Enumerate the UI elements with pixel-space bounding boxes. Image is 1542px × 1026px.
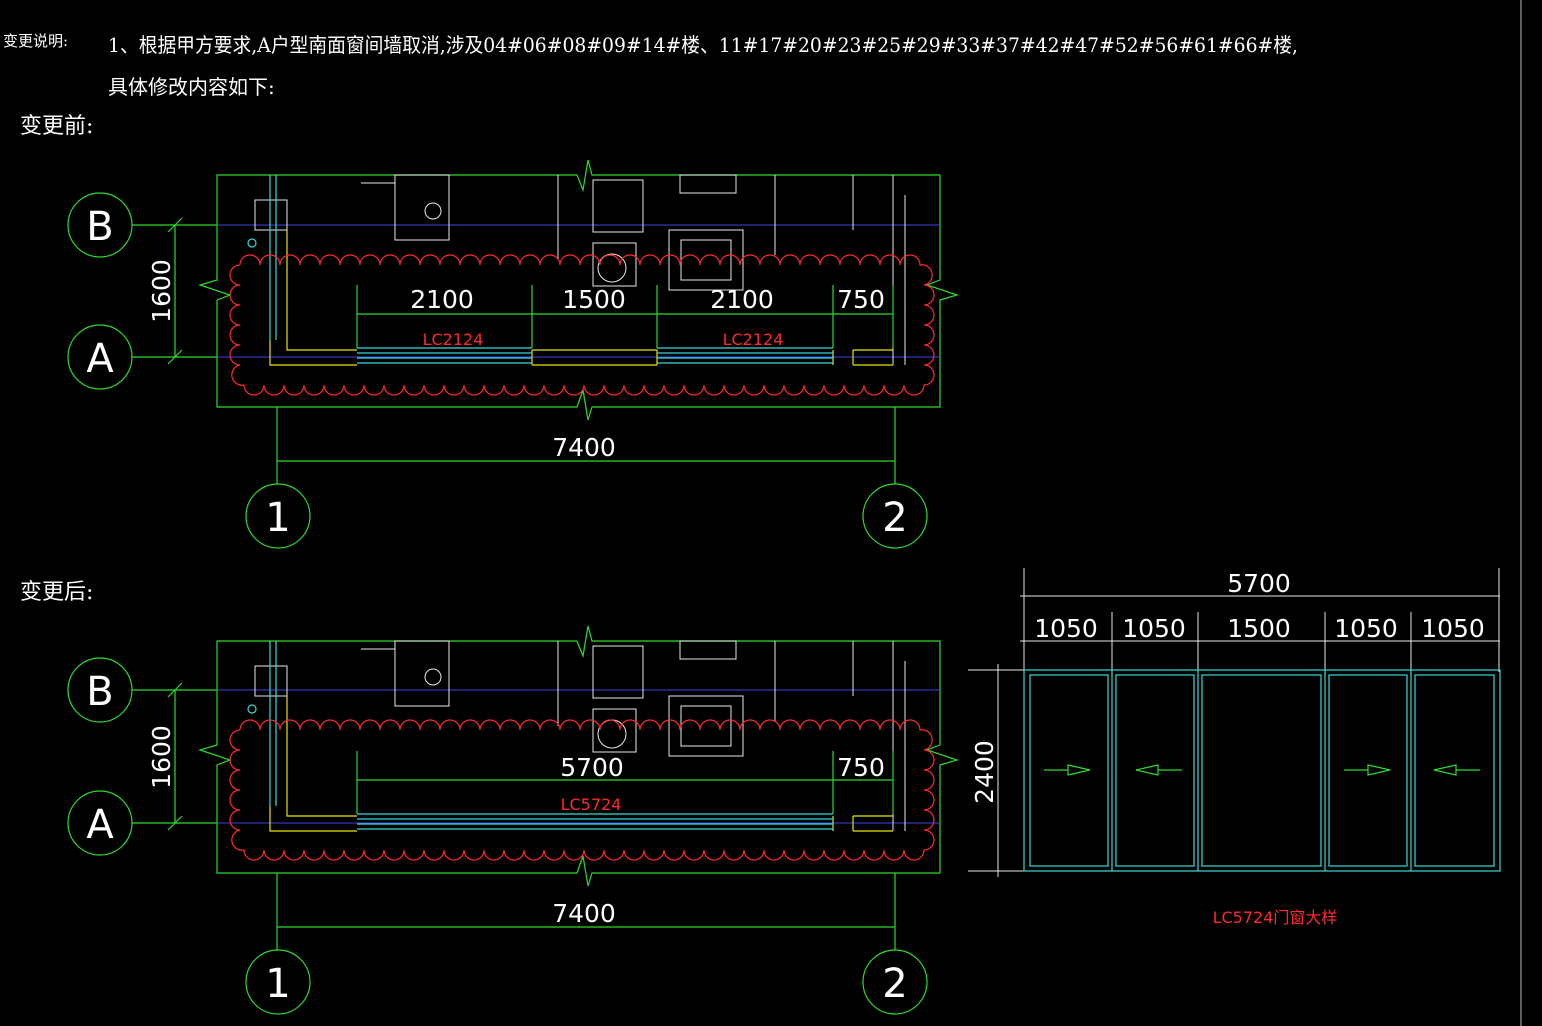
before-dim-seg4: 750 (837, 285, 885, 314)
axis-label-2: 2 (882, 961, 907, 1007)
before-window-label-2: LC2124 (723, 330, 784, 349)
detail-caption: LC5724门窗大样 (1213, 908, 1338, 927)
before-axis-a: A (67, 324, 217, 390)
detail-dim-p1: 1050 (1034, 614, 1098, 643)
axis-label-b: B (86, 669, 113, 715)
before-axis-b: B (67, 192, 217, 258)
after-window-label: LC5724 (561, 795, 622, 814)
axis-bubble (862, 483, 928, 549)
detail-dim-p4: 1050 (1334, 614, 1398, 643)
before-dim-seg3: 2100 (710, 285, 774, 314)
axis-label-1: 1 (265, 961, 290, 1007)
after-plan: B A 1600 (67, 625, 960, 1015)
slide-right-arrow-icon (1344, 764, 1391, 776)
detail-dim-total: 5700 (1227, 569, 1291, 598)
window-detail: 5700 1050 1050 1500 1050 1050 2400 (968, 568, 1501, 927)
axis-label-b: B (86, 204, 113, 250)
detail-dim-p5: 1050 (1421, 614, 1485, 643)
notes-label: 变更说明: (3, 32, 68, 50)
before-dim-overall: 7400 (552, 433, 616, 462)
axis-bubble (862, 949, 928, 1015)
after-window (357, 813, 833, 830)
detail-panel-1 (1029, 674, 1109, 867)
slide-left-arrow-icon (1433, 764, 1480, 776)
before-dim-seg1: 2100 (410, 285, 474, 314)
before-dim-seg2: 1500 (562, 285, 626, 314)
axis-label-1: 1 (265, 495, 290, 541)
detail-panel-4 (1328, 674, 1408, 867)
detail-dim-p2: 1050 (1122, 614, 1186, 643)
detail-dim-p3: 1500 (1227, 614, 1291, 643)
axis-bubble (245, 483, 311, 549)
axis-bubble (245, 949, 311, 1015)
detail-panel-2 (1115, 674, 1195, 867)
before-window-2 (657, 347, 833, 364)
before-dim-vertical: 1600 (147, 259, 176, 323)
before-plan: B A 1600 (67, 159, 960, 549)
after-revision-cloud (229, 719, 935, 861)
after-axis-a: A (67, 790, 217, 856)
after-axis-1: 1 (245, 949, 311, 1015)
after-dim-seg2: 750 (837, 753, 885, 782)
after-dim-seg1: 5700 (560, 753, 624, 782)
axis-label-2: 2 (882, 495, 907, 541)
axis-label-a: A (86, 336, 114, 382)
detail-panel-5 (1414, 674, 1495, 867)
axis-label-a: A (86, 802, 114, 848)
slide-right-arrow-icon (1044, 764, 1091, 776)
before-heading: 变更前: (20, 114, 93, 139)
before-window-1 (357, 347, 532, 364)
detail-panel-3 (1201, 674, 1322, 867)
slide-left-arrow-icon (1135, 764, 1182, 776)
before-axis-1: 1 (245, 483, 311, 549)
before-revision-cloud (229, 254, 935, 396)
notes-line-2: 具体修改内容如下: (108, 75, 275, 99)
before-axis-2: 2 (862, 483, 928, 549)
after-dim-overall: 7400 (552, 899, 616, 928)
after-axis-b: B (67, 657, 217, 723)
before-window-label-1: LC2124 (423, 330, 484, 349)
notes-line-1: 1、根据甲方要求,A户型南面窗间墙取消,涉及04#06#08#09#14#楼、1… (108, 33, 1298, 57)
after-axis-2: 2 (862, 949, 928, 1015)
after-dim-vertical: 1600 (147, 725, 176, 789)
detail-dim-height: 2400 (970, 740, 999, 804)
after-heading: 变更后: (20, 580, 93, 605)
